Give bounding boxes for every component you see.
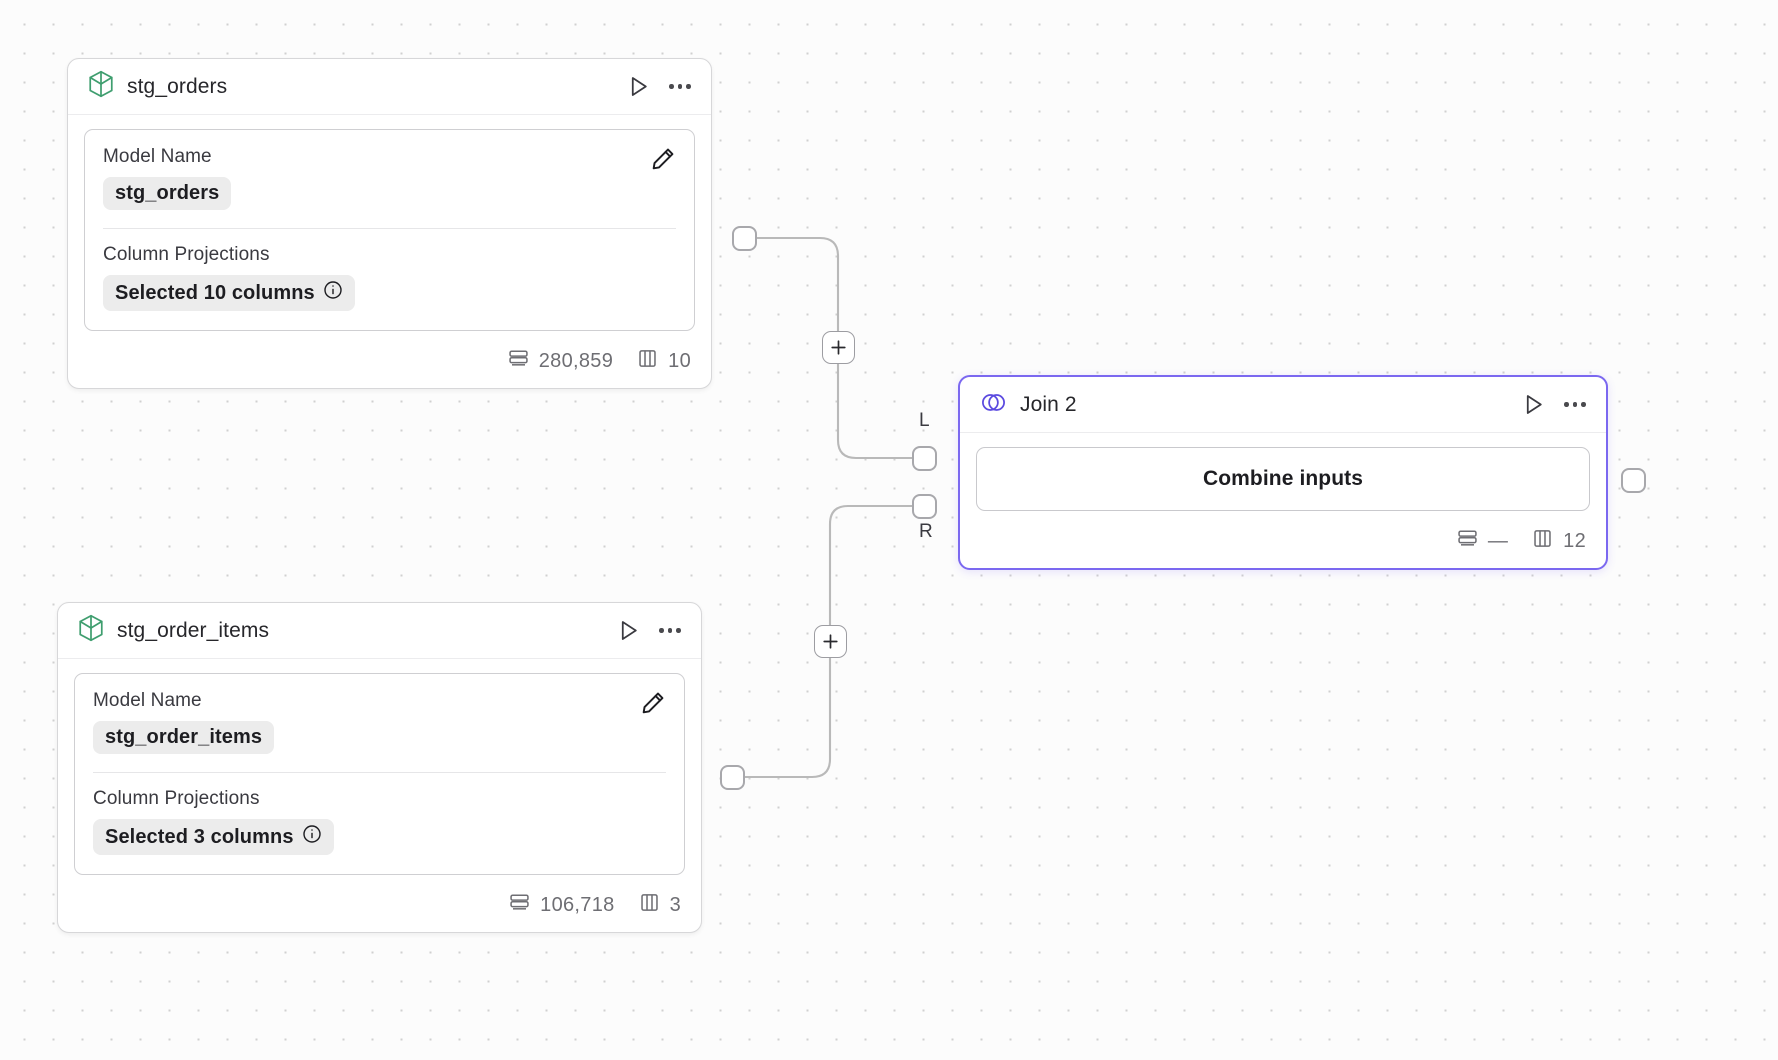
- node-body: Model Name stg_order_items Column Projec…: [58, 659, 701, 881]
- model-config-panel: Model Name stg_orders Column Projections…: [84, 129, 695, 331]
- panel-divider: [103, 228, 676, 229]
- add-node-on-edge-button-bottom[interactable]: [814, 625, 847, 658]
- rows-icon: [1456, 527, 1479, 556]
- column-count-stat: 3: [638, 891, 681, 920]
- row-count-stat: 106,718: [508, 891, 614, 920]
- info-icon[interactable]: [323, 280, 343, 306]
- more-options-icon[interactable]: [657, 622, 683, 639]
- output-port-stg-orders[interactable]: [732, 226, 757, 251]
- node-header-actions: [616, 618, 683, 643]
- run-icon[interactable]: [626, 74, 651, 99]
- row-count-value: —: [1487, 530, 1509, 552]
- row-count-value: 106,718: [540, 894, 615, 916]
- add-node-on-edge-button-top[interactable]: [822, 331, 855, 364]
- node-stg-orders[interactable]: stg_orders Model Name stg_orders: [67, 58, 712, 389]
- model-config-panel: Model Name stg_order_items Column Projec…: [74, 673, 685, 875]
- column-projections-label: Column Projections: [93, 788, 260, 809]
- input-port-join-left[interactable]: [912, 446, 937, 471]
- column-projections-text: Selected 3 columns: [105, 825, 294, 848]
- node-header: stg_orders: [68, 59, 711, 115]
- node-header-actions: [1521, 392, 1588, 417]
- output-port-join-2[interactable]: [1621, 468, 1646, 493]
- run-icon[interactable]: [1521, 392, 1546, 417]
- column-projections-value[interactable]: Selected 3 columns: [93, 819, 334, 855]
- column-projections-value[interactable]: Selected 10 columns: [103, 275, 355, 311]
- node-title: stg_order_items: [117, 618, 270, 642]
- node-footer-stats: 280,859 10: [68, 337, 711, 388]
- input-port-join-right[interactable]: [912, 494, 937, 519]
- node-body: Combine inputs: [960, 433, 1606, 517]
- rows-icon: [508, 891, 531, 920]
- node-title: Join 2: [1020, 392, 1077, 416]
- column-projections-text: Selected 10 columns: [115, 281, 315, 304]
- node-body: Model Name stg_orders Column Projections…: [68, 115, 711, 337]
- info-icon[interactable]: [302, 824, 322, 850]
- run-icon[interactable]: [616, 618, 641, 643]
- venn-join-icon: [980, 389, 1007, 421]
- input-port-right-label: R: [919, 521, 933, 542]
- row-count-stat: 280,859: [507, 347, 613, 376]
- row-count-stat: —: [1456, 527, 1508, 556]
- cube-icon: [78, 614, 104, 647]
- model-name-label: Model Name: [103, 146, 212, 167]
- node-header-actions: [626, 74, 693, 99]
- columns-icon: [638, 891, 661, 920]
- more-options-icon[interactable]: [1562, 396, 1588, 413]
- columns-icon: [636, 347, 659, 376]
- model-name-value[interactable]: stg_order_items: [93, 721, 275, 754]
- column-count-stat: 12: [1531, 527, 1586, 556]
- row-count-value: 280,859: [538, 350, 614, 372]
- column-count-value: 10: [668, 350, 691, 372]
- column-projections-label: Column Projections: [103, 244, 270, 265]
- node-footer-stats: 106,718 3: [58, 881, 701, 932]
- more-options-icon[interactable]: [667, 78, 693, 95]
- model-name-label: Model Name: [93, 690, 202, 711]
- input-port-left-label: L: [919, 410, 930, 431]
- node-title: stg_orders: [127, 74, 228, 98]
- column-count-stat: 10: [636, 347, 691, 376]
- cube-icon: [88, 70, 114, 103]
- output-port-stg-order-items[interactable]: [720, 765, 745, 790]
- rows-icon: [507, 347, 530, 376]
- node-footer-stats: — 12: [960, 517, 1606, 568]
- columns-icon: [1531, 527, 1554, 556]
- panel-divider: [93, 772, 666, 773]
- model-name-value[interactable]: stg_orders: [103, 177, 232, 210]
- node-header: Join 2: [960, 377, 1606, 433]
- edit-icon[interactable]: [640, 690, 666, 716]
- node-join-2[interactable]: Join 2 Combine inputs: [958, 375, 1608, 570]
- column-count-value: 3: [669, 894, 681, 916]
- edit-icon[interactable]: [650, 146, 676, 172]
- node-header: stg_order_items: [58, 603, 701, 659]
- column-count-value: 12: [1563, 530, 1586, 552]
- node-stg-order-items[interactable]: stg_order_items Model Name stg_order_ite…: [57, 602, 702, 933]
- combine-inputs-button[interactable]: Combine inputs: [976, 447, 1590, 511]
